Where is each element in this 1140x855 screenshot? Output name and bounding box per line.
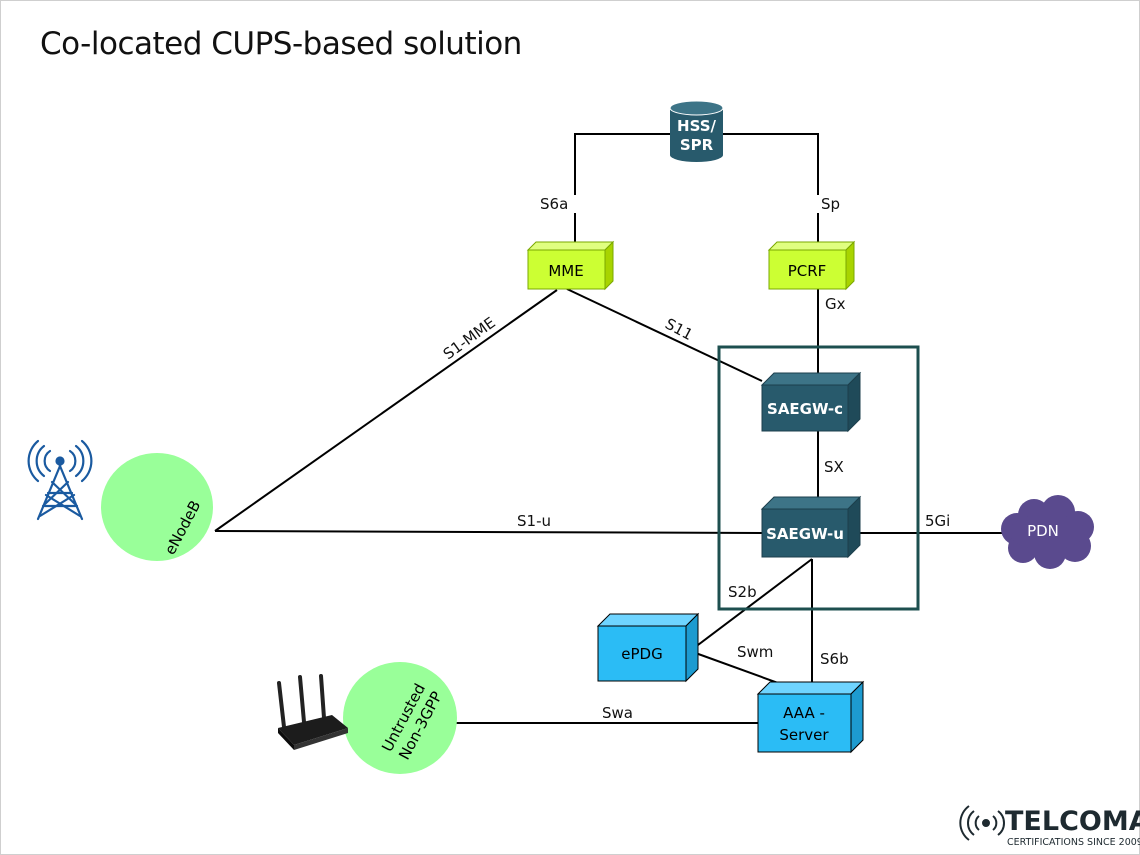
link-s1u-line [214,530,763,534]
pcrf-node[interactable]: PCRF [767,240,856,291]
label-swm: Swm [737,643,773,661]
saegw-c-node[interactable]: SAEGW-c [760,371,862,433]
label-s6b: S6b [820,650,849,668]
hss-label-line2: SPR [680,136,714,154]
label-sx: SX [824,458,844,476]
diagram-title: Co-located CUPS-based solution [40,26,522,62]
aaa-server-node[interactable]: AAA - Server [756,680,865,754]
epdg-label: ePDG [621,645,662,663]
saegw-c-label: SAEGW-c [767,400,843,418]
hss-spr-node[interactable]: HSS/ SPR [669,100,724,163]
logo-name: TELCOMA [1005,806,1140,837]
saegw-u-label: SAEGW-u [766,525,844,543]
mme-node[interactable]: MME [526,240,615,291]
mme-label: MME [548,262,583,280]
label-swa: Swa [602,704,633,722]
pdn-cloud-node[interactable]: PDN [1001,495,1094,569]
label-sp: Sp [821,195,840,213]
label-s6a: S6a [540,195,568,213]
label-s2b: S2b [728,583,757,601]
link-sp-line [723,133,819,195]
link-s11-line [566,288,763,382]
link-s2b-line [689,558,813,652]
aaa-label-line1: AAA - [783,704,825,722]
enodeb-node[interactable]: eNodeB [101,453,213,561]
logo-tagline: CERTIFICATIONS SINCE 2009 [1007,837,1140,848]
label-s1-u: S1-u [517,512,551,530]
epdg-node[interactable]: ePDG [596,612,700,683]
label-5gi: 5Gi [925,512,950,530]
label-gx: Gx [825,295,846,313]
pdn-label: PDN [1027,522,1059,540]
pcrf-label: PCRF [788,262,827,280]
label-s11: S11 [662,315,696,344]
wifi-router-icon [277,674,348,750]
link-s1mme-line [214,289,558,532]
cell-tower-icon [27,439,93,521]
saegw-u-node[interactable]: SAEGW-u [760,495,862,559]
colocation-frame [717,345,920,611]
untrusted-non-3gpp-node[interactable]: Untrusted Non-3GPP [343,662,457,774]
hss-label-line1: HSS/ [677,117,716,135]
aaa-label-line2: Server [779,726,829,744]
telcoma-logo: TELCOMA CERTIFICATIONS SINCE 2009 [959,805,1140,848]
link-s6a-line [574,133,670,195]
